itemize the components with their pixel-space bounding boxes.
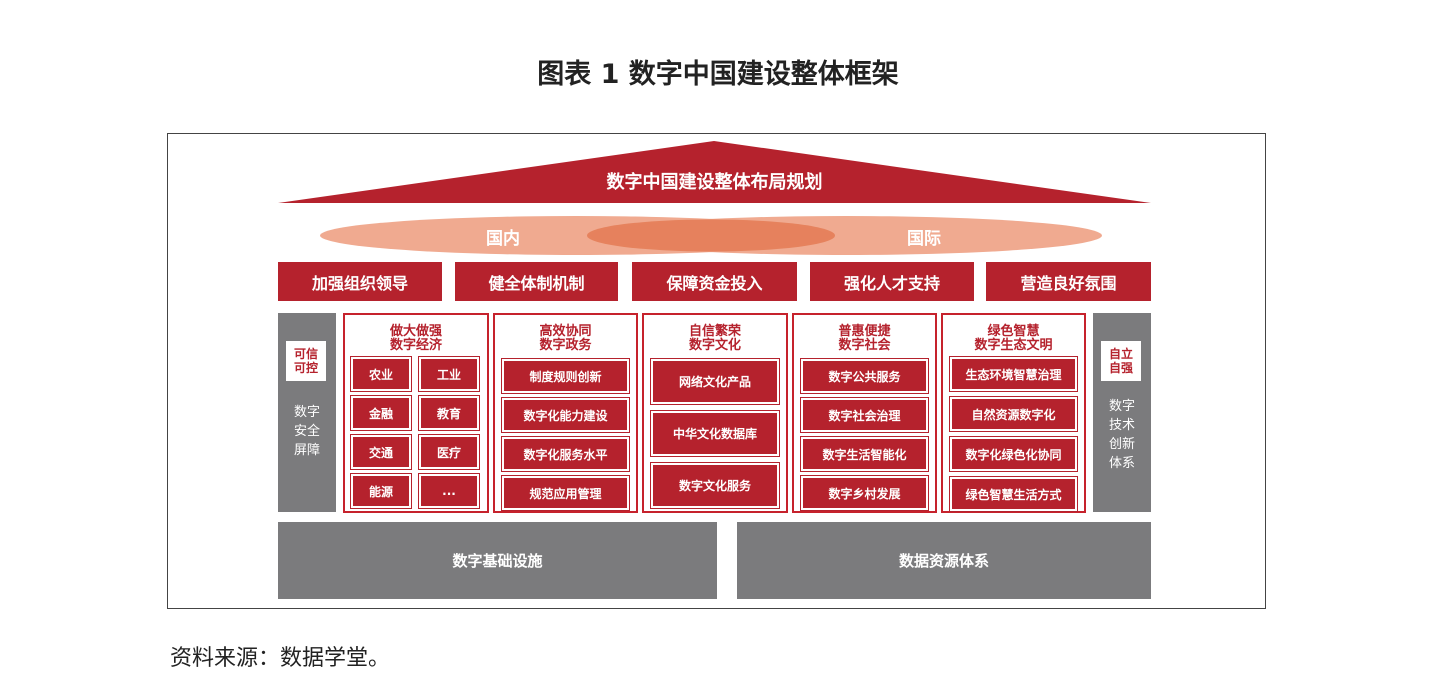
column-heading: 高效协同数字政务 (539, 324, 592, 353)
cell-social-governance: 数字社会治理 (801, 398, 928, 432)
cell-finance: 金融 (351, 396, 411, 430)
column-digital-culture: 自信繁荣数字文化 网络文化产品 中华文化数据库 数字文化服务 (642, 313, 788, 513)
column-heading: 普惠便捷数字社会 (838, 324, 891, 353)
cell-application-management: 规范应用管理 (502, 476, 629, 510)
cell-transport: 交通 (351, 435, 411, 469)
digital-infrastructure-base: 数字基础设施 (278, 522, 717, 599)
cell-healthcare: 医疗 (419, 435, 479, 469)
figure-title: 图表 1 数字中国建设整体框架 (537, 59, 899, 90)
cell-institution-innovation: 制度规则创新 (502, 359, 629, 393)
pillar-org-leadership: 加强组织领导 (278, 262, 442, 301)
self-reliance-badge: 自立自强 (1101, 341, 1141, 381)
cell-public-services: 数字公共服务 (801, 359, 928, 393)
scope-ellipses (320, 216, 1102, 255)
trusted-controllable-badge: 可信可控 (286, 341, 326, 381)
cell-rural-development: 数字乡村发展 (801, 476, 928, 510)
column-heading: 自信繁荣数字文化 (688, 324, 741, 353)
cell-more: ... (419, 474, 479, 508)
cell-green-lifestyle: 绿色智慧生活方式 (950, 477, 1077, 511)
pillar-talent: 强化人才支持 (810, 262, 974, 301)
source-note: 资料来源：数据学堂。 (170, 646, 391, 671)
roof-triangle (278, 141, 1151, 203)
security-barrier-text: 数字安全屏障 (293, 405, 320, 458)
pillar-atmosphere: 营造良好氛围 (986, 262, 1151, 301)
cell-eco-governance: 生态环境智慧治理 (950, 357, 1077, 391)
security-barrier-bar: 可信可控 数字安全屏障 (278, 313, 336, 512)
column-digital-society: 普惠便捷数字社会 数字公共服务 数字社会治理 数字生活智能化 数字乡村发展 (792, 313, 937, 513)
tech-innovation-text: 数字技术创新体系 (1108, 399, 1135, 471)
column-digital-ecology: 绿色智慧数字生态文明 生态环境智慧治理 自然资源数字化 数字化绿色化协同 绿色智… (941, 313, 1086, 513)
column-heading: 绿色智慧数字生态文明 (974, 324, 1053, 353)
column-digital-economy: 做大做强数字经济 农业 工业 金融 教育 交通 医疗 能源 ... (343, 313, 489, 513)
pillar-funding: 保障资金投入 (632, 262, 797, 301)
cell-service-level: 数字化服务水平 (502, 437, 629, 471)
cell-education: 教育 (419, 396, 479, 430)
roof-title: 数字中国建设整体布局规划 (606, 172, 823, 193)
cell-green-synergy: 数字化绿色化协同 (950, 437, 1077, 471)
cell-agriculture: 农业 (351, 357, 411, 391)
international-label: 国际 (907, 229, 941, 249)
cell-chinese-culture-database: 中华文化数据库 (651, 411, 779, 456)
pillar-mechanism: 健全体制机制 (455, 262, 618, 301)
cell-digital-culture-services: 数字文化服务 (651, 463, 779, 508)
cell-online-culture-products: 网络文化产品 (651, 359, 779, 404)
cell-capability-building: 数字化能力建设 (502, 398, 629, 432)
cell-smart-living: 数字生活智能化 (801, 437, 928, 471)
cell-industry: 工业 (419, 357, 479, 391)
column-digital-government: 高效协同数字政务 制度规则创新 数字化能力建设 数字化服务水平 规范应用管理 (493, 313, 638, 513)
column-heading: 做大做强数字经济 (389, 324, 442, 353)
data-resource-system-base: 数据资源体系 (737, 522, 1151, 599)
tech-innovation-bar: 自立自强 数字技术创新体系 (1093, 313, 1151, 512)
cell-natural-resources: 自然资源数字化 (950, 397, 1077, 431)
domestic-label: 国内 (486, 229, 520, 249)
cell-energy: 能源 (351, 474, 411, 508)
